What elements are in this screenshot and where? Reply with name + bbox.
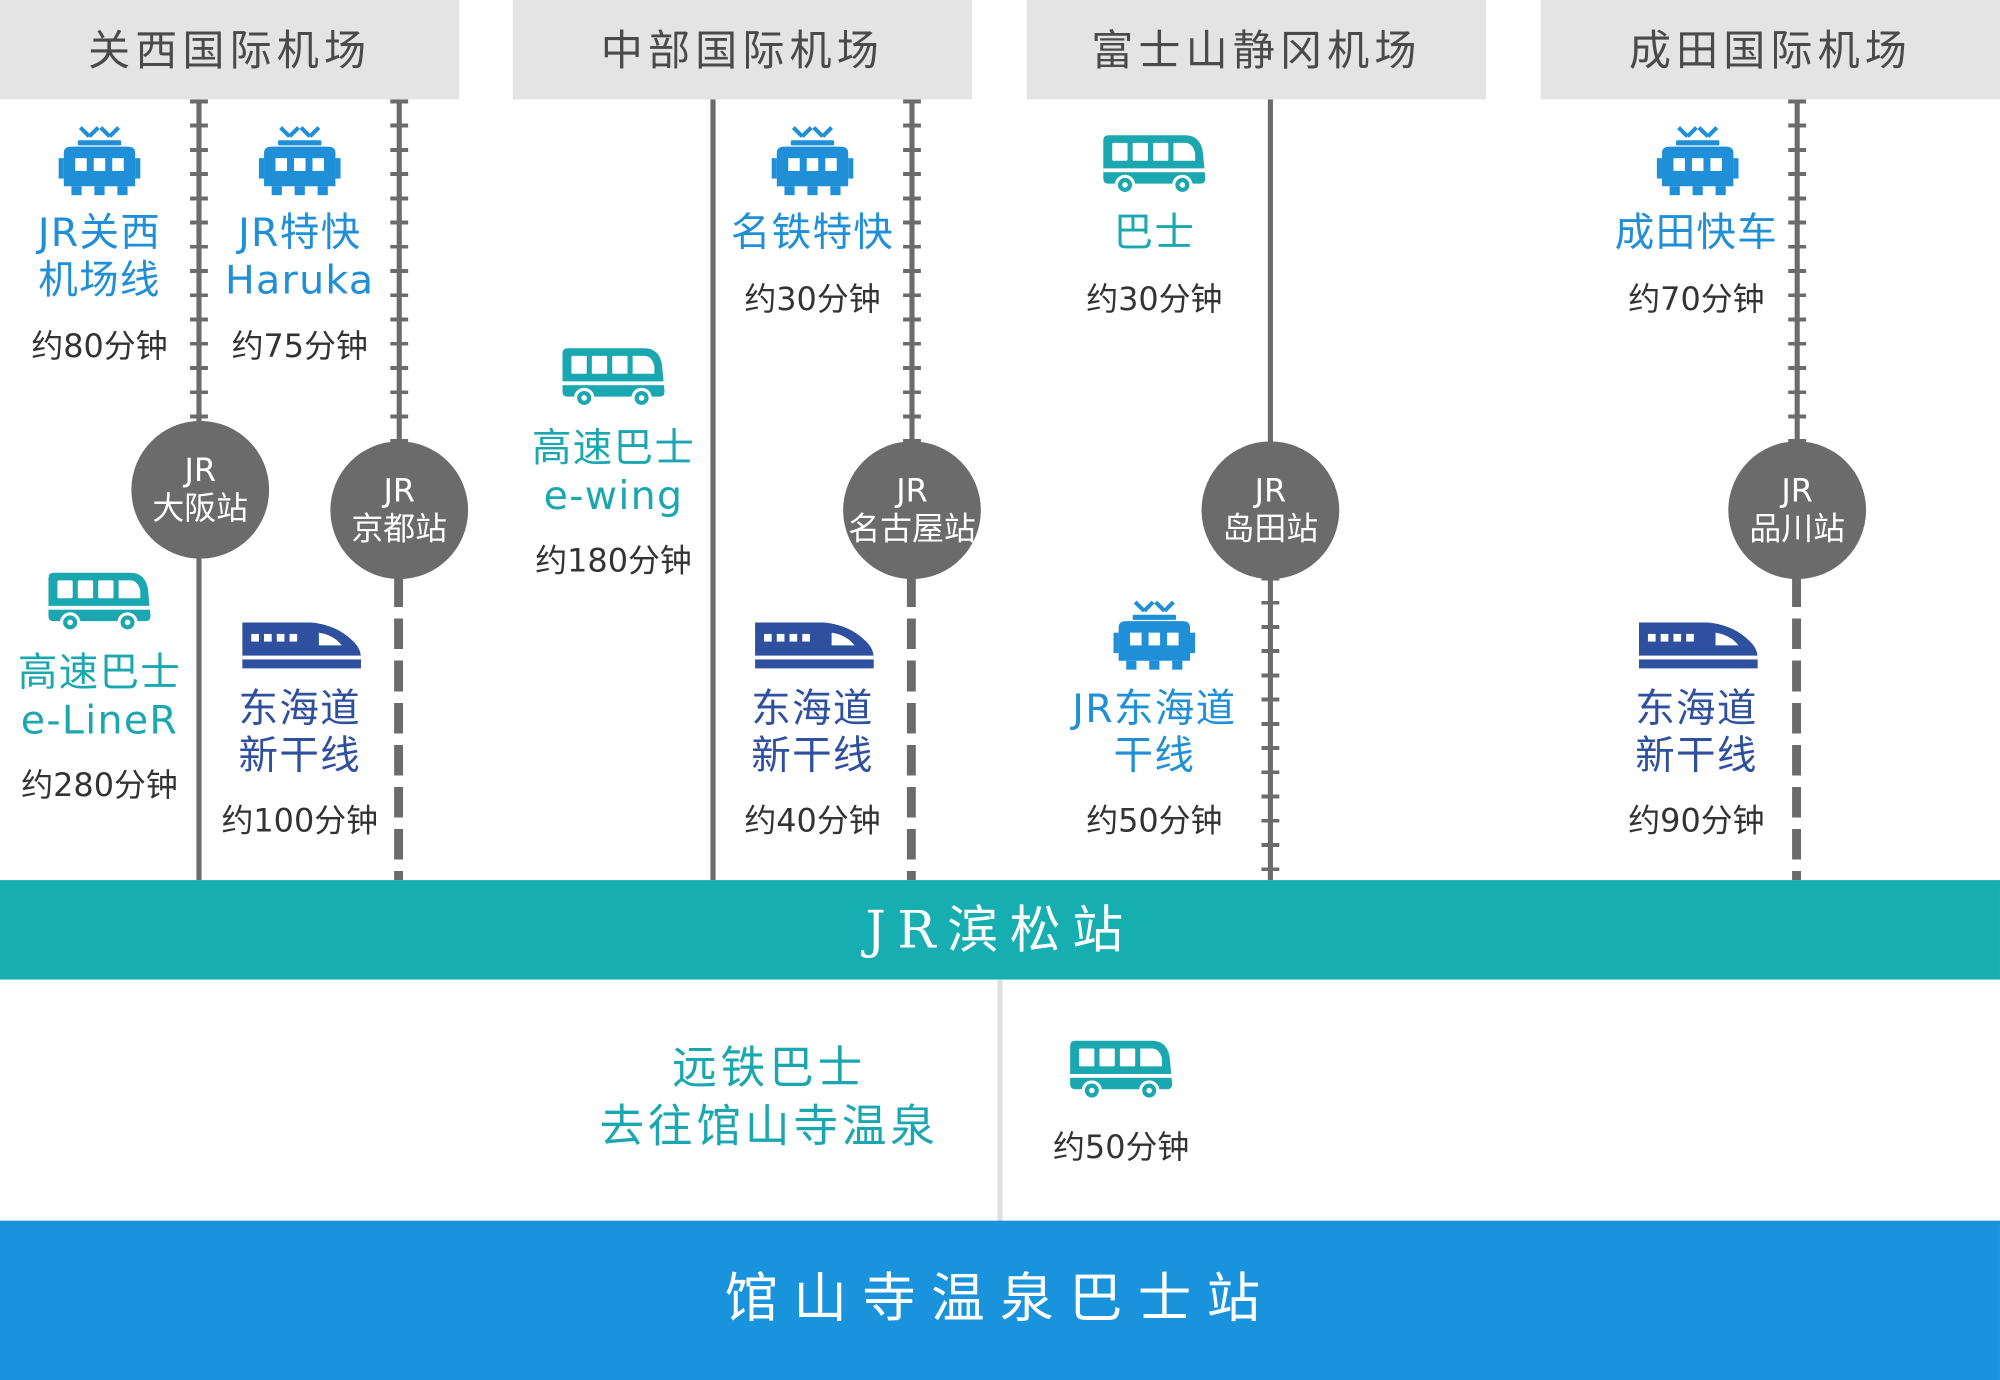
station-jr-osaka: JR 大阪站 [131, 420, 270, 559]
station-name: 品川站 [1749, 510, 1846, 548]
shinkansen-icon [753, 620, 875, 671]
bus-icon [1101, 133, 1208, 197]
station-jr-nagoya: JR 名古屋站 [843, 441, 981, 580]
fuji-bus-line [1267, 99, 1273, 447]
train-icon [769, 125, 856, 196]
route-ewing-line2: e-wing [543, 473, 684, 520]
station-jr-kyoto: JR 京都站 [330, 441, 469, 580]
route-fuji-bus-line1: 巴士 [1113, 210, 1196, 257]
airport-narita-header: 成田国际机场 [1540, 0, 2000, 100]
route-meitetsu-line1: 名铁特快 [730, 210, 895, 257]
route-nagoya-shinkansen-time: 约40分钟 [744, 802, 881, 840]
shinkansen-icon [1636, 620, 1758, 671]
kansai-jr-rail-line [190, 99, 208, 429]
station-name: 大阪站 [152, 489, 249, 527]
route-kansai-jr-line2: 机场线 [38, 257, 161, 304]
station-line: JR [184, 451, 217, 489]
train-icon [56, 125, 143, 196]
station-jr-shimada: JR 岛田站 [1201, 441, 1340, 580]
station-name: 名古屋站 [848, 510, 976, 548]
osaka-shinkansen-line [394, 576, 404, 881]
ewing-bus-line [710, 99, 716, 881]
station-jr-shinagawa: JR 品川站 [1728, 441, 1867, 580]
route-kansai-jr-line1: JR关西 [37, 210, 162, 257]
route-haruka-line2: Haruka [225, 257, 375, 304]
route-narita-express-time: 约70分钟 [1628, 280, 1765, 318]
station-line: JR [1781, 471, 1813, 509]
route-jr-tokaido-time: 约50分钟 [1086, 802, 1223, 840]
route-nagoya-shinkansen-line2: 新干线 [751, 733, 874, 780]
shinkansen-icon [240, 620, 362, 671]
route-ewing-time: 约180分钟 [535, 542, 692, 580]
station-name: 京都站 [351, 510, 448, 548]
route-kansai-bus-line1: 高速巴士 [17, 650, 182, 697]
route-osaka-shinkansen-time: 约100分钟 [221, 802, 379, 840]
hamamatsu-station-band: JR滨松站 [0, 880, 2000, 980]
bus-icon [560, 346, 667, 410]
route-ewing-line1: 高速巴士 [531, 426, 696, 472]
route-tokyo-shinkansen-line1: 东海道 [1635, 686, 1758, 733]
divider-line [997, 979, 1003, 1221]
station-line: JR [383, 471, 416, 509]
route-narita-express-line1: 成田快车 [1614, 210, 1779, 257]
route-kansai-bus-line2: e-LineR [20, 697, 179, 744]
airport-fuji-header: 富士山静冈机场 [1026, 0, 1486, 100]
narita-rail-line [1788, 99, 1807, 447]
entetsu-bus-time: 约50分钟 [1053, 1128, 1190, 1166]
route-osaka-shinkansen-line1: 东海道 [238, 686, 361, 733]
route-jr-tokaido-line1: JR东海道 [1072, 686, 1237, 733]
entetsu-bus-line1: 远铁巴士 [672, 1043, 867, 1095]
station-line: JR [1254, 471, 1287, 509]
route-nagoya-shinkansen-line1: 东海道 [751, 686, 874, 733]
station-line: JR [896, 471, 928, 509]
route-kansai-jr-time: 约80分钟 [31, 327, 168, 365]
train-icon [1111, 599, 1198, 670]
bus-icon [46, 570, 153, 634]
nagoya-shinkansen-line [906, 576, 916, 881]
route-meitetsu-time: 约30分钟 [744, 280, 881, 318]
route-kansai-bus-time: 约280分钟 [21, 766, 178, 804]
kanzanji-onsen-bus-stop-band: 馆山寺温泉巴士站 [0, 1220, 2000, 1380]
route-tokyo-shinkansen-line2: 新干线 [1635, 733, 1758, 780]
bus-icon [1068, 1038, 1175, 1102]
route-jr-tokaido-line2: 干线 [1113, 733, 1196, 780]
meitetsu-rail-line [903, 99, 921, 447]
route-osaka-shinkansen-line2: 新干线 [238, 733, 361, 780]
route-fuji-bus-time: 约30分钟 [1086, 280, 1223, 318]
osaka-bus-line [196, 548, 202, 881]
airport-chubu-header: 中部国际机场 [512, 0, 972, 100]
route-haruka-line1: JR特快 [238, 210, 362, 257]
train-icon [256, 125, 343, 196]
route-tokyo-shinkansen-time: 约90分钟 [1628, 802, 1765, 840]
tokyo-shinkansen-line [1792, 576, 1802, 881]
train-icon [1654, 125, 1741, 196]
jr-tokaido-rail-line [1261, 576, 1280, 881]
station-name: 岛田站 [1222, 510, 1319, 548]
haruka-rail-line [390, 99, 409, 447]
airport-kansai-header: 关西国际机场 [0, 0, 460, 100]
entetsu-bus-line2: 去往馆山寺温泉 [599, 1102, 939, 1154]
route-haruka-time: 约75分钟 [231, 327, 368, 365]
